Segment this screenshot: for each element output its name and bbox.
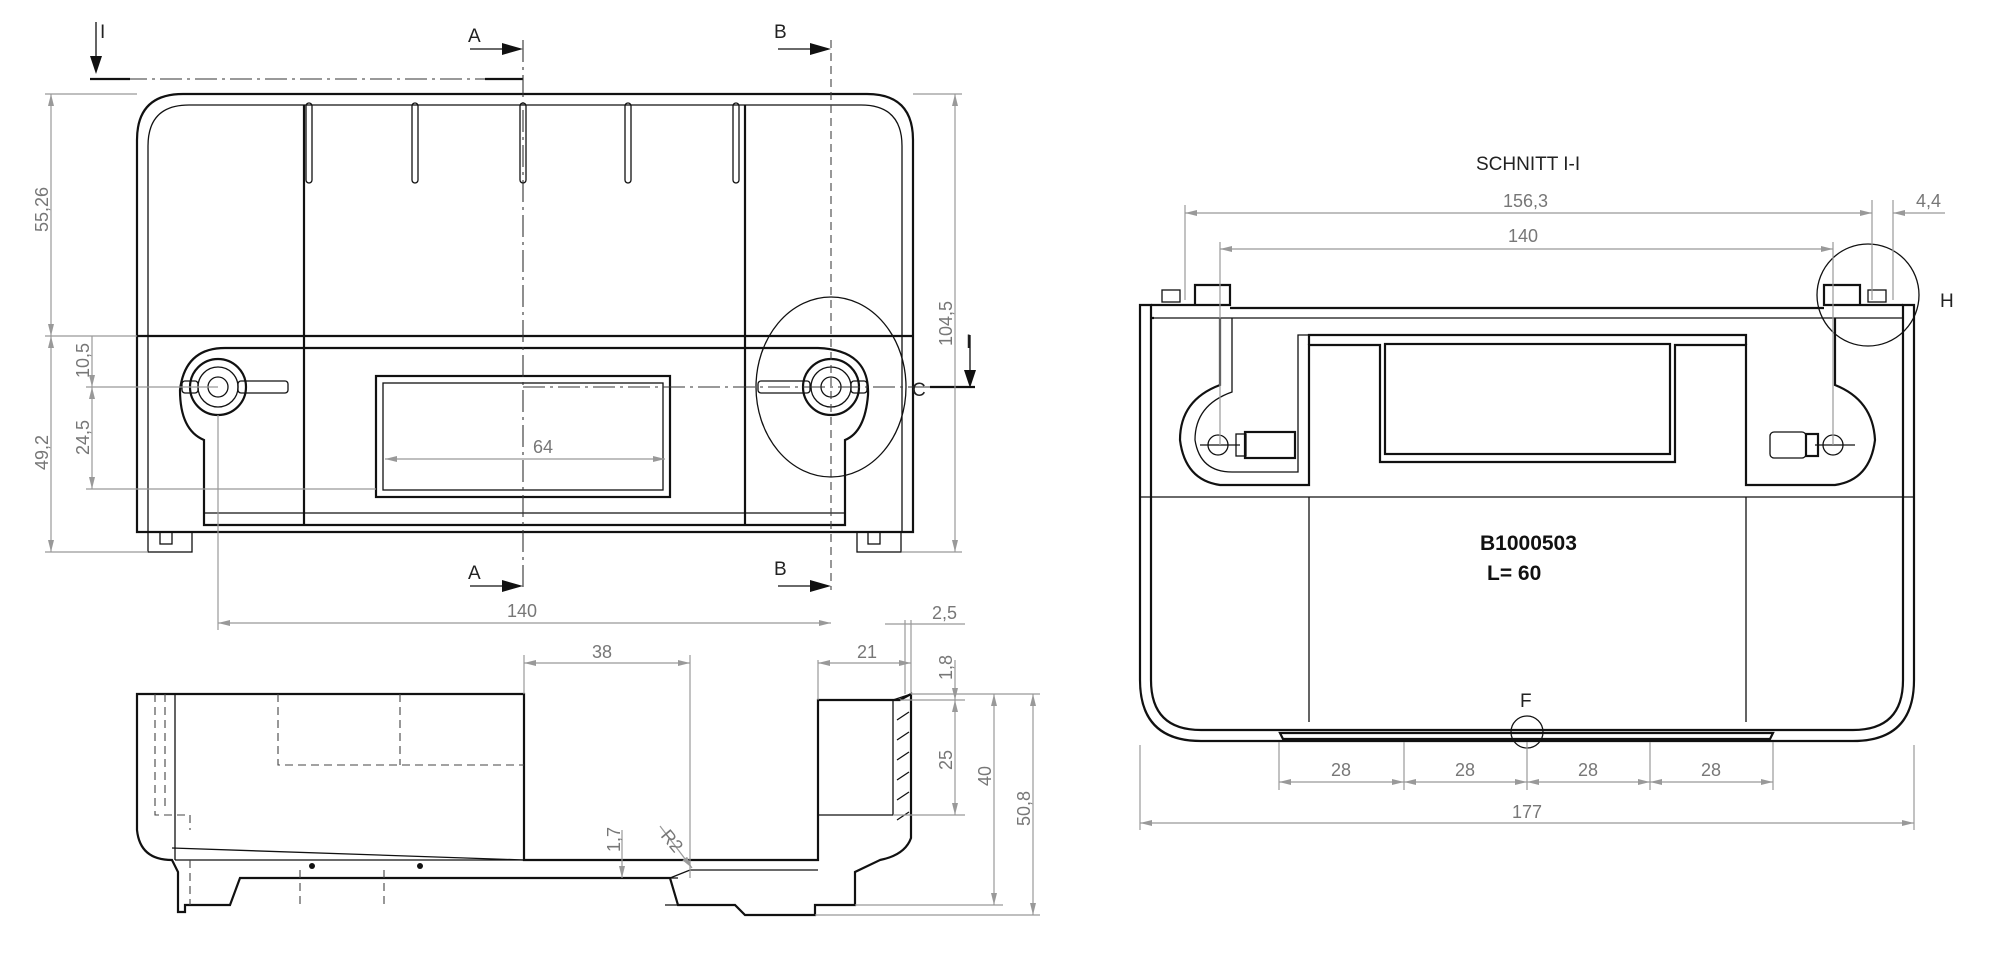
top-view: I I A B A B C 55,26 49,2 10,5 24,5 104,5… xyxy=(32,22,976,630)
section-i-i-view: SCHNITT I-I B1000503 L= 60 H F 156,3 4,4 xyxy=(1138,154,1954,830)
detail-label-c: C xyxy=(912,380,926,401)
dim-140-top: 140 xyxy=(507,601,537,621)
length-label: L= 60 xyxy=(1487,562,1541,585)
side-section-view: 38 21 2,5 1,8 25 40 50,8 1,7 R2 xyxy=(135,603,1040,917)
dim-64: 64 xyxy=(533,437,553,457)
section-label-i-top: I xyxy=(100,22,105,43)
dim-40: 40 xyxy=(975,766,995,786)
section-label-b-top: B xyxy=(774,22,787,43)
dim-pitch-1: 28 xyxy=(1331,760,1351,780)
dim-177: 177 xyxy=(1512,802,1542,822)
section-title: SCHNITT I-I xyxy=(1476,154,1580,175)
dim-156-3: 156,3 xyxy=(1503,191,1548,211)
dim-1-7: 1,7 xyxy=(604,827,624,852)
dim-140-section: 140 xyxy=(1508,226,1538,246)
dim-pitch-2: 28 xyxy=(1455,760,1475,780)
section-label-a-top: A xyxy=(468,26,481,47)
detail-label-h: H xyxy=(1940,291,1954,312)
dim-55-26: 55,26 xyxy=(32,187,52,232)
dim-104-5: 104,5 xyxy=(936,301,956,346)
dim-pitch-3: 28 xyxy=(1578,760,1598,780)
dim-50-8: 50,8 xyxy=(1014,791,1034,826)
dim-10-5: 10,5 xyxy=(73,343,93,378)
dim-49-2: 49,2 xyxy=(32,435,52,470)
dim-4-4: 4,4 xyxy=(1916,191,1941,211)
side-section-dimensions: 38 21 2,5 1,8 25 40 50,8 1,7 R2 xyxy=(523,603,1040,916)
dim-r2: R2 xyxy=(657,826,687,856)
dim-24-5: 24,5 xyxy=(73,420,93,455)
section-label-i-right: I xyxy=(966,332,971,353)
dim-pitch-4: 28 xyxy=(1701,760,1721,780)
dim-1-8: 1,8 xyxy=(936,655,956,680)
dim-2-5: 2,5 xyxy=(932,603,957,623)
dim-21: 21 xyxy=(857,642,877,662)
dim-25: 25 xyxy=(936,750,956,770)
section-dimensions: 156,3 4,4 140 28 28 28 28 177 xyxy=(1139,191,1945,830)
part-number: B1000503 xyxy=(1480,532,1577,555)
detail-label-f: F xyxy=(1520,691,1532,712)
top-view-dimensions: 55,26 49,2 10,5 24,5 104,5 140 64 xyxy=(32,93,962,630)
section-label-b-bottom: B xyxy=(774,559,787,580)
section-label-a-bottom: A xyxy=(468,563,481,584)
dim-38: 38 xyxy=(592,642,612,662)
